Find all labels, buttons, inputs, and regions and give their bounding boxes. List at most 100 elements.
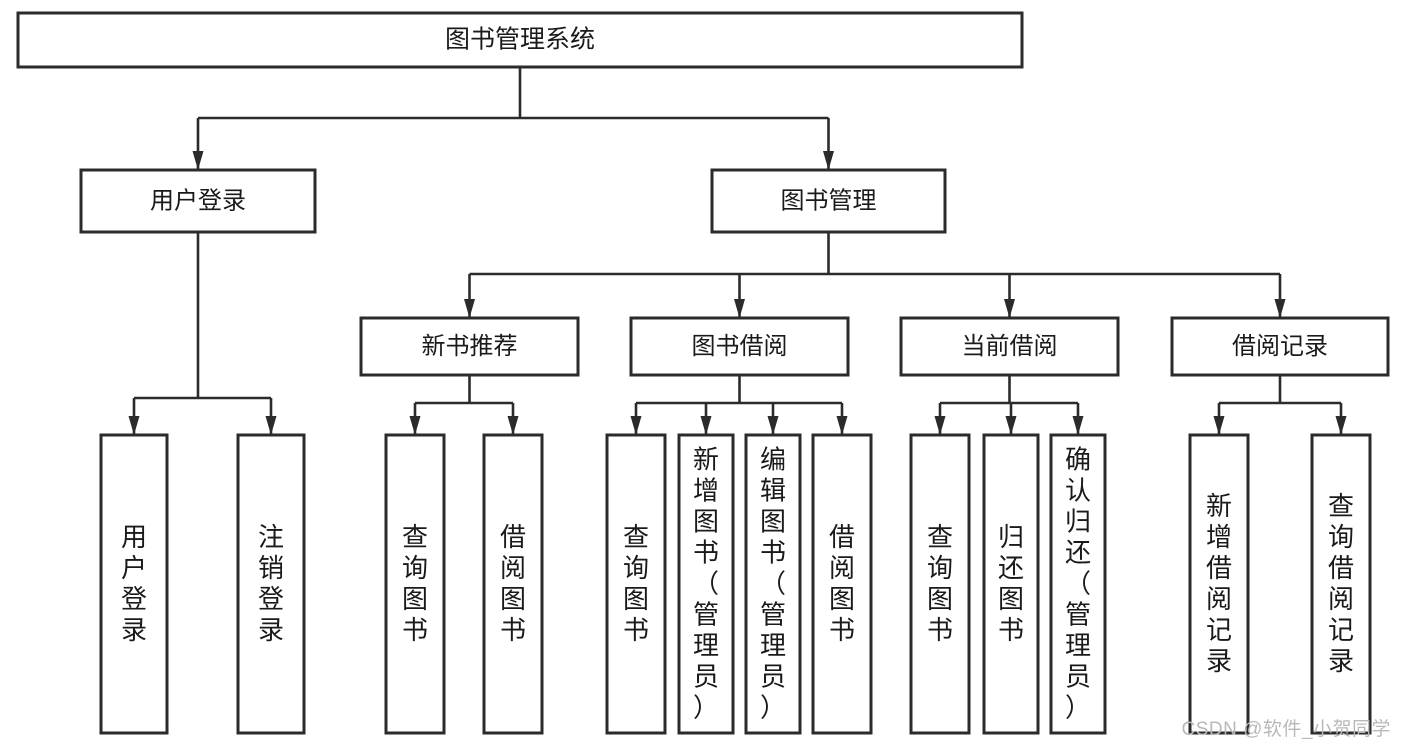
node-leaf-新增借阅记录-11[interactable]: 新增借阅记录新增借阅记录: [1188, 433, 1250, 735]
node-label-char: 销: [258, 553, 284, 583]
node-label-char: 管: [693, 600, 719, 630]
node-box: [605, 433, 667, 735]
node-label-char: 增: [1206, 522, 1232, 552]
node-label: 图书管理: [781, 187, 877, 214]
node-label-char: （: [1065, 569, 1091, 599]
leafgroup-图书借阅-arrowhead-0: [630, 416, 642, 435]
node-level3-新书推荐-0[interactable]: 新书推荐: [359, 316, 580, 377]
node-label-char: 查: [402, 522, 428, 552]
node-label-char: 录: [121, 615, 147, 645]
node-label-char: 图: [927, 584, 953, 614]
node-label-char: 新: [693, 445, 719, 475]
node-label-char: 图: [693, 507, 719, 537]
node-label-char: 增: [693, 476, 719, 506]
node-label-char: 员: [760, 662, 786, 692]
node-box: [744, 433, 802, 735]
node-leaf-借阅图书-3[interactable]: 借阅图书借阅图书: [482, 433, 544, 735]
leafgroup-图书借阅-arrowhead-1: [700, 416, 712, 435]
book-manage-to-level3-arrowhead-3: [1274, 299, 1286, 318]
node-label-char: 注: [258, 522, 284, 552]
node-box: [236, 433, 306, 735]
node-leaf-查询借阅记录-12[interactable]: 查询借阅记录查询借阅记录: [1310, 433, 1372, 735]
node-label-char: 借: [1328, 553, 1354, 583]
node-label-char: 户: [121, 553, 147, 583]
node-level3-图书借阅-1[interactable]: 图书借阅: [629, 316, 850, 377]
leafgroup-图书借阅-arrowhead-3: [836, 416, 848, 435]
node-label-char: 编: [760, 445, 786, 475]
node-label-char: 书: [623, 615, 649, 645]
root-to-level2-arrowhead-1: [823, 151, 834, 170]
node-label-char: 书: [500, 615, 526, 645]
node-label: 借阅记录: [1232, 333, 1328, 360]
node-label-char: 图: [500, 584, 526, 614]
connector-layer: [128, 67, 1347, 435]
node-level3-借阅记录-3[interactable]: 借阅记录: [1170, 316, 1390, 377]
node-leaf-查询图书-2[interactable]: 查询图书查询图书: [384, 433, 446, 735]
node-level2-用户登录-0[interactable]: 用户登录: [79, 168, 317, 234]
node-leaf-借阅图书-7[interactable]: 借阅图书借阅图书: [811, 433, 873, 735]
node-leaf-查询图书-4[interactable]: 查询图书查询图书: [605, 433, 667, 735]
node-box: [677, 433, 735, 735]
node-leaf-用户登录-0[interactable]: 用户登录用户登录: [99, 433, 169, 735]
node-label-char: 登: [121, 584, 147, 614]
node-level2-图书管理-1[interactable]: 图书管理: [710, 168, 947, 234]
node-label-char: 辑: [760, 476, 786, 506]
node-label-char: 录: [1328, 646, 1354, 676]
node-label-char: 理: [693, 631, 719, 661]
node-label: 用户登录: [150, 187, 246, 214]
node-root-图书管理系统-0[interactable]: 图书管理系统: [16, 11, 1024, 69]
node-label-char: 员: [693, 662, 719, 692]
node-label: 新书推荐: [422, 333, 518, 360]
node-box: [629, 316, 850, 377]
node-label-char: 借: [829, 522, 855, 552]
node-label-char: 图: [760, 507, 786, 537]
node-box: [1170, 316, 1390, 377]
node-label-char: 归: [998, 522, 1024, 552]
node-level3-当前借阅-2[interactable]: 当前借阅: [899, 316, 1120, 377]
node-box: [359, 316, 580, 377]
node-box: [982, 433, 1040, 735]
node-label-char: 询: [1328, 522, 1354, 552]
node-leaf-注销登录-1[interactable]: 注销登录注销登录: [236, 433, 306, 735]
root-to-level2-arrowhead-0: [192, 151, 204, 170]
node-label-char: 询: [402, 553, 428, 583]
node-leaf-归还图书-9[interactable]: 归还图书归还图书: [982, 433, 1040, 735]
node-label: 当前借阅: [962, 333, 1058, 360]
node-label-char: 阅: [1206, 584, 1232, 614]
node-label-char: 询: [927, 553, 953, 583]
node-layer: 图书管理系统用户登录图书管理新书推荐图书借阅当前借阅借阅记录用户登录用户登录注销…: [16, 11, 1390, 735]
leafgroup-图书借阅-arrowhead-2: [767, 416, 779, 435]
node-label-char: 还: [1065, 538, 1091, 568]
node-label-char: 书: [693, 538, 719, 568]
node-label-char: 查: [623, 522, 649, 552]
node-label-char: 书: [760, 538, 786, 568]
node-label-char: ）: [693, 693, 719, 723]
node-label-char: 借: [1206, 553, 1232, 583]
node-label-char: 图: [623, 584, 649, 614]
node-label-char: 新: [1206, 491, 1232, 521]
node-label-char: 书: [998, 615, 1024, 645]
node-box: [909, 433, 971, 735]
leafgroup-用户登录-arrowhead-1: [265, 416, 277, 435]
book-manage-to-level3-arrowhead-0: [464, 299, 475, 318]
node-label-char: 查: [927, 522, 953, 552]
leafgroup-借阅记录-arrowhead-0: [1213, 416, 1225, 435]
node-label-char: 书: [829, 615, 855, 645]
node-label-char: 录: [258, 615, 284, 645]
book-manage-to-level3-arrowhead-2: [1004, 299, 1015, 318]
book-manage-to-level3-arrowhead-1: [734, 299, 745, 318]
node-label-char: 还: [998, 553, 1024, 583]
node-label-char: ）: [760, 693, 786, 723]
node-box: [710, 168, 947, 234]
node-leaf-查询图书-8[interactable]: 查询图书查询图书: [909, 433, 971, 735]
node-label-char: 录: [1206, 646, 1232, 676]
leafgroup-新书推荐-arrowhead-1: [507, 416, 519, 435]
node-label-char: 用: [121, 522, 147, 552]
node-label-char: 理: [760, 631, 786, 661]
node-box: [79, 168, 317, 234]
leafgroup-当前借阅-arrowhead-1: [1005, 416, 1017, 435]
